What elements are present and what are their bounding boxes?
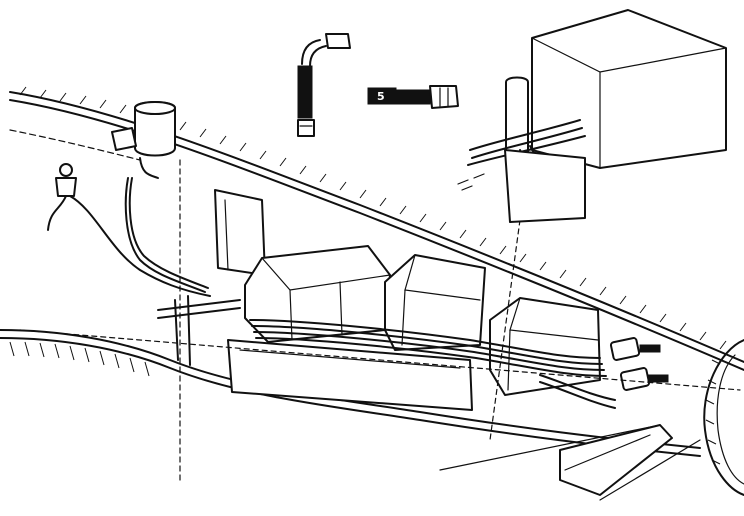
dashed-leaders — [19, 159, 741, 481]
nacelle-end — [703, 339, 744, 496]
tank-platform — [227, 339, 473, 411]
gauge-knob — [47, 163, 211, 297]
lower-edge-hatching — [9, 341, 150, 377]
inset-elbow-hose — [297, 33, 351, 137]
fuel-tank-3 — [489, 297, 601, 396]
filler-pipe — [124, 177, 241, 366]
inset-straight-fitting: 5 — [367, 85, 459, 109]
upper-skin-edge — [9, 86, 744, 371]
inset-box-assembly — [457, 9, 727, 223]
callout-5: 5 — [377, 90, 385, 103]
line-connectors — [609, 337, 669, 391]
hinged-panel — [559, 424, 673, 496]
bulkhead-panel — [214, 189, 266, 276]
filler-tank — [111, 101, 176, 179]
fuel-line-bundle — [249, 319, 616, 409]
upper-edge-hatching — [19, 86, 727, 350]
